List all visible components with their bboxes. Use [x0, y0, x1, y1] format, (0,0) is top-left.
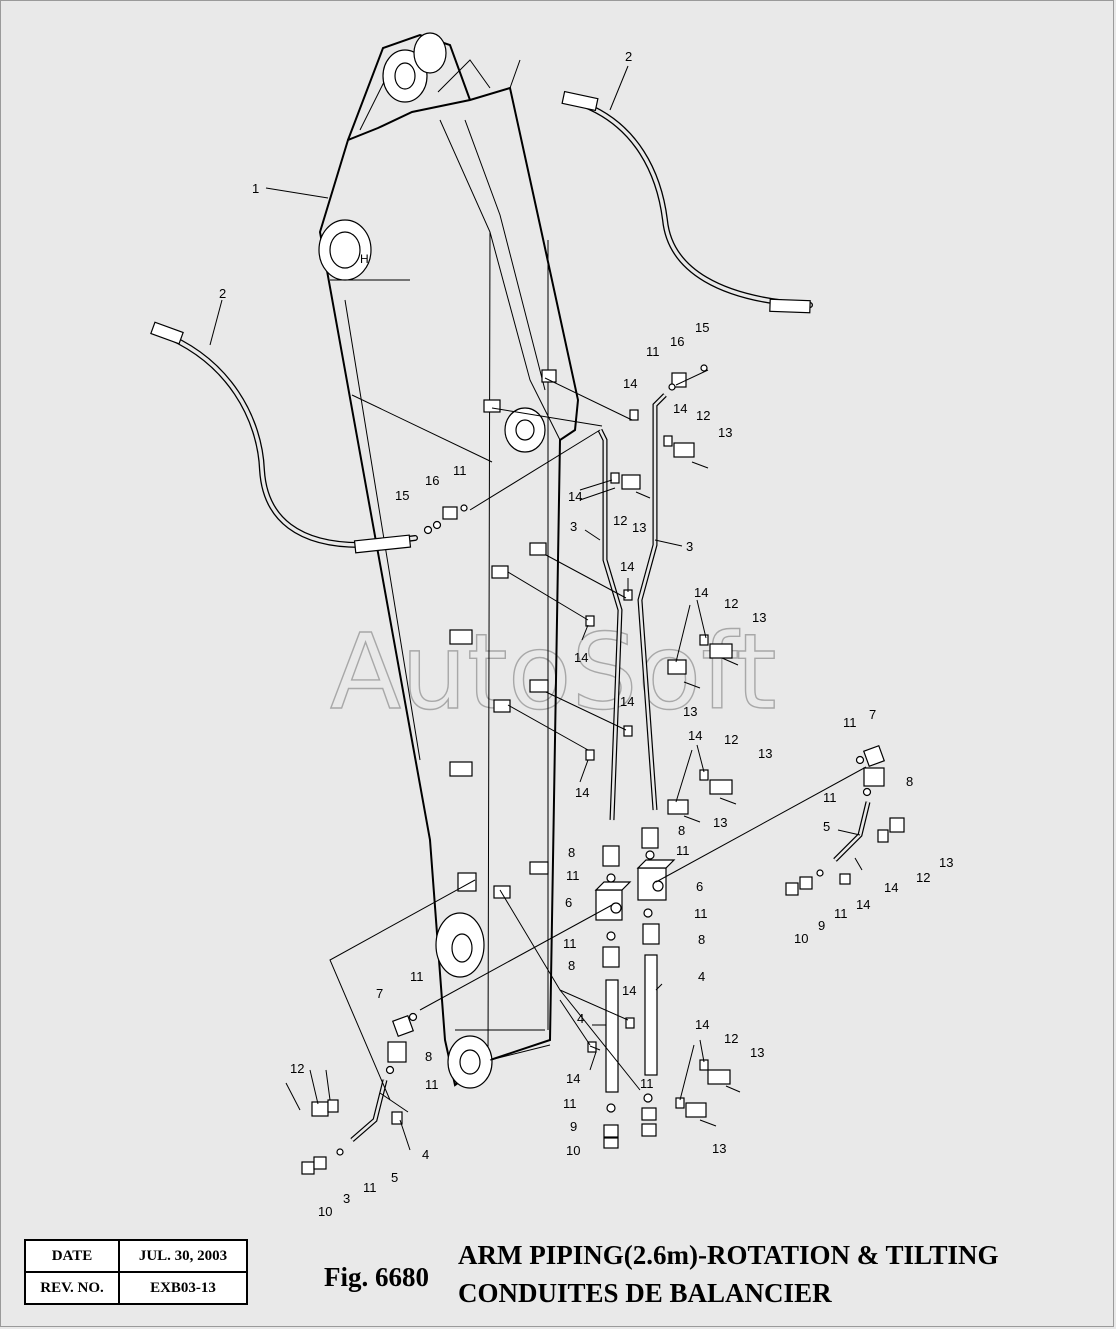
arm-clamp-brackets [449, 369, 557, 899]
callout-label: 11 [563, 1096, 577, 1111]
callout-label: 13 [939, 855, 953, 870]
hose-right [561, 90, 813, 391]
callout-label: 4 [577, 1011, 584, 1026]
callout-label: 6 [696, 879, 703, 894]
callout-label: 2 [219, 286, 226, 301]
callout-label: 11 [410, 969, 424, 984]
hose-left [150, 321, 468, 554]
pipes-4 [605, 954, 658, 1093]
callout-label: 9 [570, 1119, 577, 1134]
callout-label: 14 [695, 1017, 709, 1032]
callout-label: 12 [290, 1061, 304, 1076]
callout-label: 13 [683, 704, 697, 719]
revision-table: DATE JUL. 30, 2003 REV. NO. EXB03-13 [24, 1239, 248, 1305]
callout-label: 12 [724, 596, 738, 611]
leader-lines [209, 65, 867, 1151]
rev-label: REV. NO. [24, 1271, 120, 1305]
callout-label: 16 [425, 473, 439, 488]
watermark: AutoSoft [330, 611, 777, 733]
callout-label: 13 [758, 746, 772, 761]
callout-label: 1 [252, 181, 259, 196]
clamps-and-bolts [585, 409, 741, 1127]
callout-label: 14 [856, 897, 870, 912]
pipes-3 [597, 393, 667, 821]
callout-label: 14 [620, 694, 634, 709]
callout-label: 11 [843, 715, 857, 730]
date-label: DATE [24, 1239, 120, 1273]
callout-label: 14 [620, 559, 634, 574]
date-value: JUL. 30, 2003 [118, 1239, 248, 1273]
callout-label: 14 [884, 880, 898, 895]
callout-label: 15 [695, 320, 709, 335]
callout-label: 11 [646, 344, 660, 359]
callout-label: 10 [794, 931, 808, 946]
callout-label: 8 [678, 823, 685, 838]
callout-label: 5 [391, 1170, 398, 1185]
callout-label: 14 [574, 650, 588, 665]
callout-label: 13 [750, 1045, 764, 1060]
callout-label: 11 [563, 936, 577, 951]
rev-value: EXB03-13 [118, 1271, 248, 1305]
callout-label: 15 [395, 488, 409, 503]
callout-label: 12 [696, 408, 710, 423]
callout-label: 8 [698, 932, 705, 947]
svg-text:H: H [360, 252, 369, 266]
callout-label: 2 [625, 49, 632, 64]
arm-body: H [318, 32, 580, 1089]
callout-label: 8 [906, 774, 913, 789]
callout-label: 6 [565, 895, 572, 910]
callout-label: 14 [566, 1071, 580, 1086]
callout-label: 7 [376, 986, 383, 1001]
callout-label: 3 [686, 539, 693, 554]
fittings [602, 827, 660, 1149]
callout-label: 14 [623, 376, 637, 391]
callout-label: 9 [818, 918, 825, 933]
elbow-assembly-right [785, 744, 905, 896]
blocks-6 [594, 859, 676, 921]
elbow-assembly-left [301, 1012, 418, 1175]
callout-label: 11 [694, 906, 708, 921]
callout-label: 14 [688, 728, 702, 743]
callout-label: 4 [422, 1147, 429, 1162]
callout-label: 13 [712, 1141, 726, 1156]
parts-diagram: AutoSoft H [150, 32, 953, 1219]
callout-label: 11 [640, 1076, 654, 1091]
callout-label: 11 [453, 463, 467, 478]
callout-label: 12 [613, 513, 627, 528]
callout-label: 4 [698, 969, 705, 984]
callout-label: 14 [575, 785, 589, 800]
callout-label: 11 [823, 790, 837, 805]
callout-numbers: 1 2 2 3 3 3 4 4 4 5 5 6 6 7 7 8 8 8 8 8 … [219, 49, 953, 1219]
callout-label: 11 [425, 1077, 439, 1092]
callout-label: 12 [724, 732, 738, 747]
callout-label: 10 [566, 1143, 580, 1158]
callout-label: 11 [676, 843, 690, 858]
callout-label: 13 [713, 815, 727, 830]
callout-label: 13 [752, 610, 766, 625]
callout-label: 11 [834, 906, 848, 921]
callout-label: 12 [916, 870, 930, 885]
callout-label: 11 [566, 868, 580, 883]
callout-label: 14 [694, 585, 708, 600]
figure-number: Fig. 6680 [324, 1262, 429, 1292]
callout-label: 13 [632, 520, 646, 535]
callout-label: 8 [568, 845, 575, 860]
callout-label: 14 [673, 401, 687, 416]
callout-label: 16 [670, 334, 684, 349]
callout-label: 3 [570, 519, 577, 534]
callout-label: 13 [718, 425, 732, 440]
figure-title-english: ARM PIPING(2.6m)-ROTATION & TILTING [458, 1240, 999, 1270]
callout-label: 3 [343, 1191, 350, 1206]
callout-label: 8 [425, 1049, 432, 1064]
callout-label: 5 [823, 819, 830, 834]
callout-label: 8 [568, 958, 575, 973]
callout-label: 14 [622, 983, 636, 998]
callout-label: 10 [318, 1204, 332, 1219]
callout-label: 12 [724, 1031, 738, 1046]
callout-label: 14 [568, 489, 582, 504]
callout-label: 11 [363, 1180, 377, 1195]
figure-title-french: CONDUITES DE BALANCIER [458, 1278, 832, 1308]
callout-label: 7 [869, 707, 876, 722]
